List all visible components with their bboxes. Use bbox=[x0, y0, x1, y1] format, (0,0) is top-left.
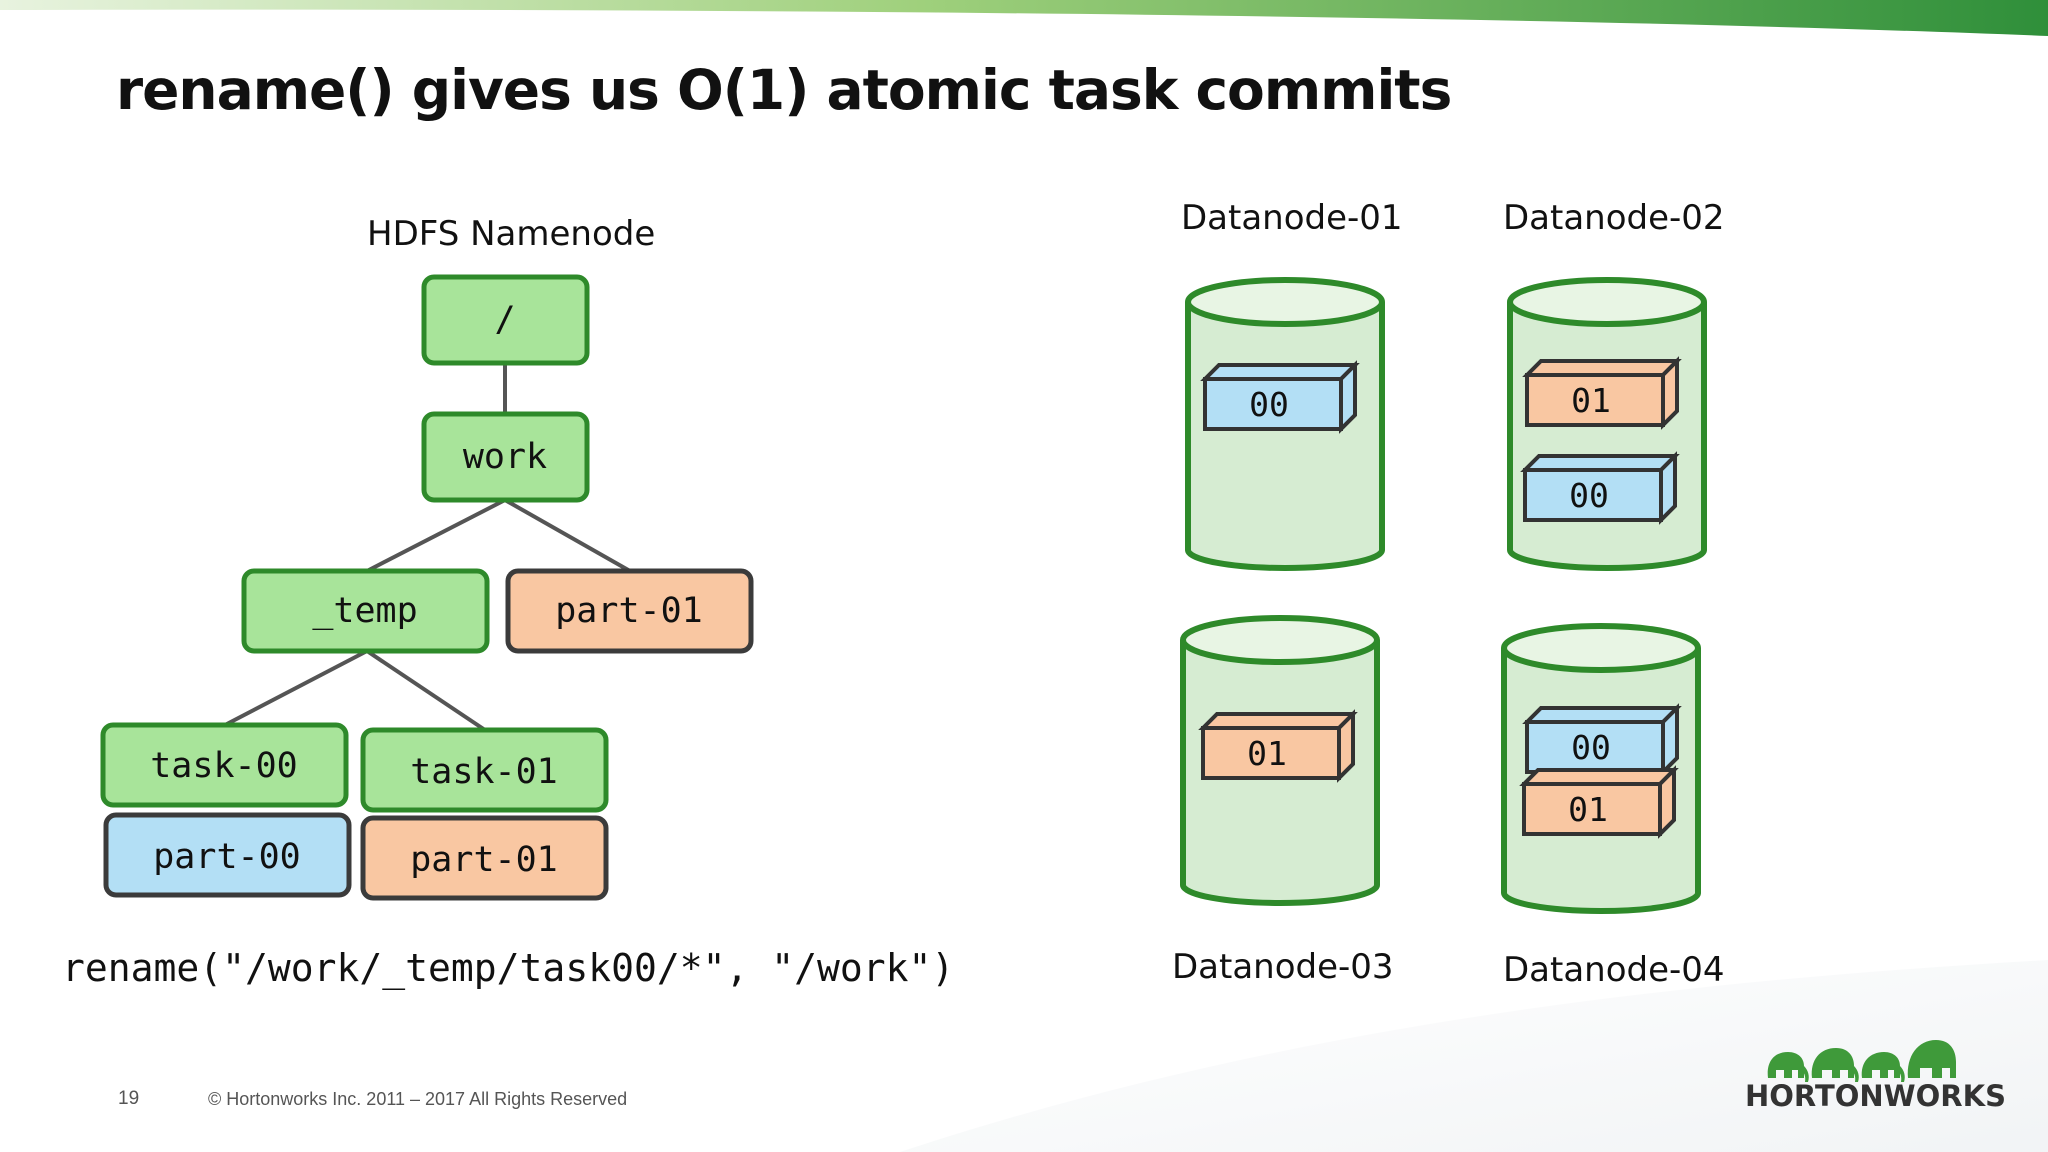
namenode-label: HDFS Namenode bbox=[367, 214, 656, 254]
block-01: 01 bbox=[1198, 709, 1358, 783]
copyright-notice: © Hortonworks Inc. 2011 – 2017 All Right… bbox=[208, 1089, 628, 1109]
rename-command: rename("/work/_temp/task00/*", "/work") bbox=[62, 946, 955, 990]
node-task00-label: task-00 bbox=[150, 746, 298, 786]
bottom-gray-swoosh bbox=[900, 960, 2048, 1152]
datanode-04-label: Datanode-04 bbox=[1503, 950, 1725, 990]
node-work-label: work bbox=[463, 437, 547, 477]
node-root: / bbox=[421, 274, 590, 366]
block-00: 00 bbox=[1520, 451, 1680, 525]
node-task01-label: task-01 bbox=[410, 752, 558, 792]
block-label: 00 bbox=[1571, 728, 1611, 767]
logo-text: HORTONWORKS bbox=[1745, 1079, 2006, 1113]
tree-connectors bbox=[224, 363, 631, 732]
block-layer: 00 01 00 01 00 01 bbox=[1198, 356, 1682, 839]
block-label: 00 bbox=[1569, 476, 1609, 515]
node-temp: _temp bbox=[241, 568, 490, 654]
node-part01-committed: part-01 bbox=[505, 568, 754, 654]
datanode-01-label: Datanode-01 bbox=[1181, 198, 1403, 238]
datanode-02-label: Datanode-02 bbox=[1503, 198, 1725, 238]
slide-title: rename() gives us O(1) atomic task commi… bbox=[116, 58, 1452, 122]
node-part00: part-00 bbox=[103, 812, 352, 898]
page-number: 19 bbox=[118, 1088, 140, 1109]
top-green-band bbox=[0, 0, 2048, 36]
block-label: 01 bbox=[1568, 790, 1608, 829]
node-part00-label: part-00 bbox=[153, 837, 301, 877]
block-00: 00 bbox=[1522, 703, 1682, 777]
block-label: 01 bbox=[1571, 381, 1611, 420]
node-task00: task-00 bbox=[100, 722, 349, 808]
node-part01: part-01 bbox=[360, 815, 609, 901]
node-task01: task-01 bbox=[360, 727, 609, 813]
elephants-logo-icon bbox=[1767, 1040, 1956, 1082]
node-part01-committed-label: part-01 bbox=[555, 591, 703, 631]
block-01: 01 bbox=[1522, 356, 1682, 430]
block-label: 01 bbox=[1247, 734, 1287, 773]
block-01: 01 bbox=[1519, 765, 1679, 839]
node-root-label: / bbox=[494, 300, 515, 340]
block-00: 00 bbox=[1200, 360, 1360, 434]
node-work: work bbox=[421, 411, 590, 503]
block-label: 00 bbox=[1249, 385, 1289, 424]
node-part01-label: part-01 bbox=[410, 840, 558, 880]
node-temp-label: _temp bbox=[312, 591, 417, 631]
datanode-03-label: Datanode-03 bbox=[1172, 947, 1394, 987]
